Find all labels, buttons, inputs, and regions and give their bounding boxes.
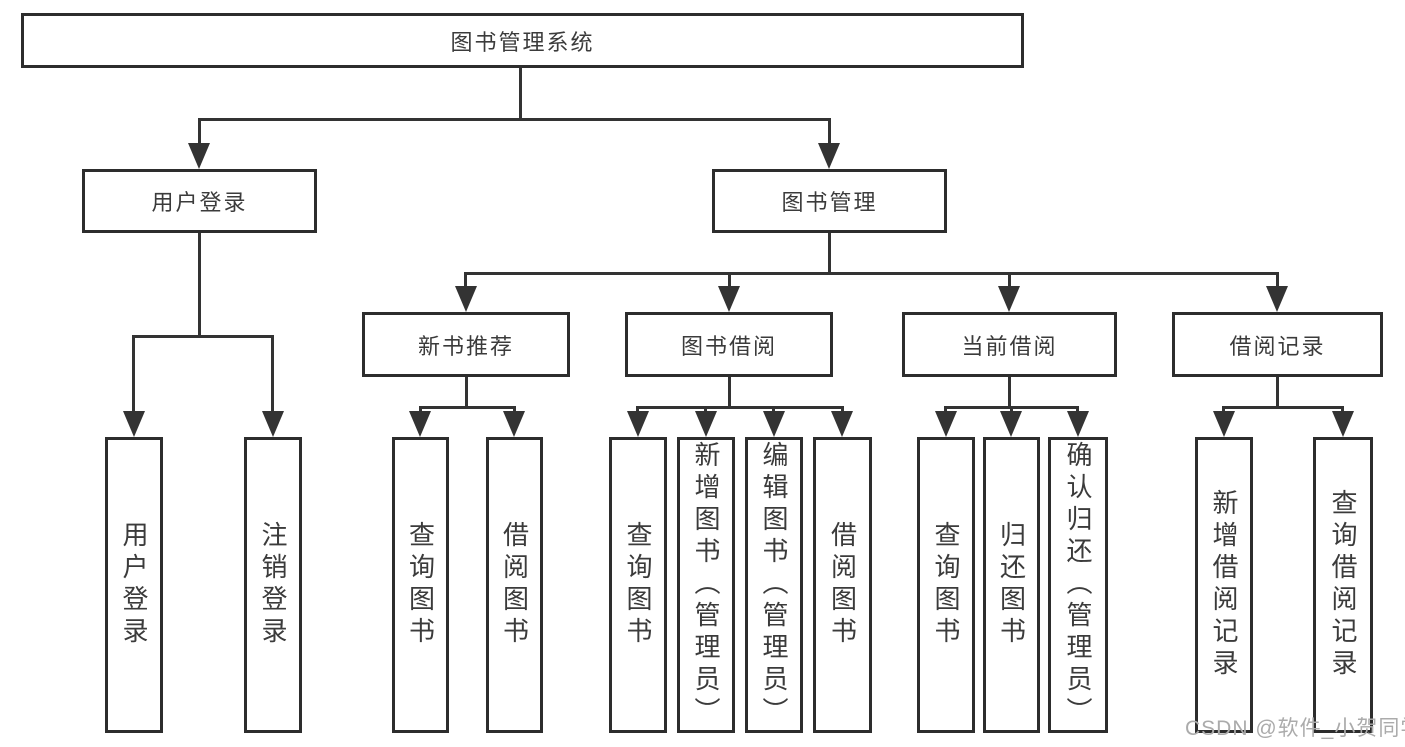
arrowhead-down-icon bbox=[718, 286, 740, 312]
connector-group-stem bbox=[1276, 377, 1279, 409]
arrowhead-down-icon bbox=[123, 411, 145, 437]
node-user-login: 用户登录 bbox=[82, 169, 317, 233]
arrowhead-down-icon bbox=[695, 411, 717, 437]
leaf-add-borrow-record: 新增借阅记录 bbox=[1195, 437, 1253, 733]
arrowhead-down-icon bbox=[831, 411, 853, 437]
leaf-query-books-recommend: 查询图书 bbox=[392, 437, 449, 733]
connector-drop-leaf bbox=[271, 335, 274, 413]
leaf-confirm-return-admin: 确认归还（管理员） bbox=[1048, 437, 1108, 733]
leaf-borrow-books-recommend: 借阅图书 bbox=[486, 437, 543, 733]
csdn-watermark: CSDN @软件_小贺同学 bbox=[1185, 717, 1405, 740]
connector-login-split bbox=[132, 335, 274, 338]
node-borrowing-records: 借阅记录 bbox=[1172, 312, 1383, 377]
node-book-borrowing: 图书借阅 bbox=[625, 312, 833, 377]
connector-group-split bbox=[636, 406, 844, 409]
connector-drop-group bbox=[1276, 272, 1279, 288]
connector-group-stem bbox=[728, 377, 731, 409]
arrowhead-down-icon bbox=[1266, 286, 1288, 312]
node-new-book-recommendation: 新书推荐 bbox=[362, 312, 570, 377]
leaf-add-books-admin: 新增图书（管理员） bbox=[677, 437, 735, 733]
arrowhead-down-icon bbox=[627, 411, 649, 437]
arrowhead-down-icon bbox=[763, 411, 785, 437]
leaf-query-books-current: 查询图书 bbox=[917, 437, 975, 733]
connector-group-split bbox=[419, 406, 516, 409]
arrowhead-down-icon bbox=[1332, 411, 1354, 437]
arrowhead-down-icon bbox=[188, 143, 210, 169]
leaf-borrow-books: 借阅图书 bbox=[813, 437, 872, 733]
arrowhead-down-icon bbox=[818, 143, 840, 169]
connector-group-stem bbox=[1008, 377, 1011, 409]
connector-drop-group bbox=[464, 272, 467, 288]
arrowhead-down-icon bbox=[1213, 411, 1235, 437]
connector-root-stem bbox=[519, 68, 522, 120]
arrowhead-down-icon bbox=[935, 411, 957, 437]
connector-drop-login bbox=[198, 118, 201, 146]
leaf-return-books: 归还图书 bbox=[983, 437, 1040, 733]
arrowhead-down-icon bbox=[503, 411, 525, 437]
arrowhead-down-icon bbox=[262, 411, 284, 437]
leaf-logout: 注销登录 bbox=[244, 437, 302, 733]
connector-group-stem bbox=[465, 377, 468, 409]
arrowhead-down-icon bbox=[1000, 411, 1022, 437]
connector-drop-group bbox=[728, 272, 731, 288]
connector-group-split bbox=[1222, 406, 1344, 409]
connector-management-split bbox=[464, 272, 1279, 275]
connector-top-split bbox=[198, 118, 831, 121]
connector-drop-group bbox=[1008, 272, 1011, 288]
leaf-edit-books-admin: 编辑图书（管理员） bbox=[745, 437, 803, 733]
leaf-query-borrow-record: 查询借阅记录 bbox=[1313, 437, 1373, 733]
leaf-user-login: 用户登录 bbox=[105, 437, 163, 733]
node-book-management: 图书管理 bbox=[712, 169, 947, 233]
connector-login-stem bbox=[198, 233, 201, 338]
node-current-borrowing: 当前借阅 bbox=[902, 312, 1117, 377]
connector-drop-leaf bbox=[132, 335, 135, 413]
arrowhead-down-icon bbox=[455, 286, 477, 312]
node-library-management-system: 图书管理系统 bbox=[21, 13, 1024, 68]
connector-drop-management bbox=[828, 118, 831, 146]
connector-management-stem bbox=[828, 233, 831, 275]
arrowhead-down-icon bbox=[1067, 411, 1089, 437]
leaf-query-books-borrow: 查询图书 bbox=[609, 437, 667, 733]
arrowhead-down-icon bbox=[409, 411, 431, 437]
arrowhead-down-icon bbox=[998, 286, 1020, 312]
